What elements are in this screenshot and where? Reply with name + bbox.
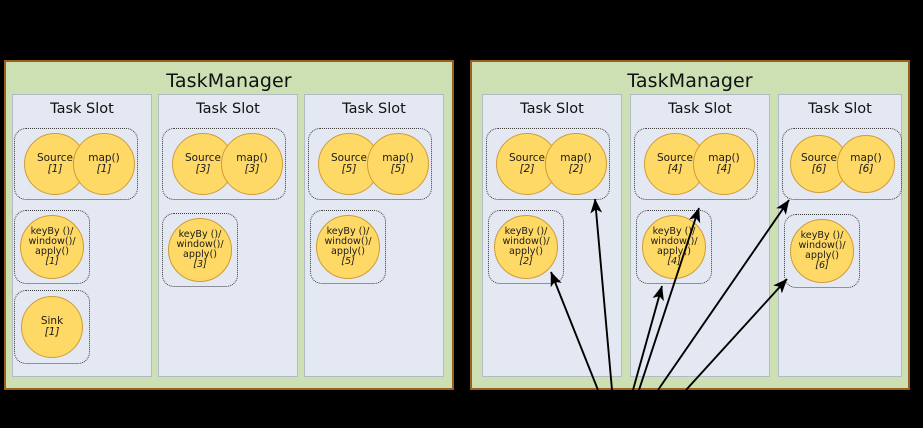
- task-slot-title: Task Slot: [668, 101, 732, 117]
- operator-index: [5]: [341, 255, 355, 267]
- operator-circle-keyby[interactable]: keyBy ()/window()/apply()[1]: [20, 215, 84, 279]
- operator-circle-map[interactable]: map()[6]: [837, 135, 895, 193]
- task-slot-title: Task Slot: [50, 101, 114, 117]
- operator-index: [4]: [667, 163, 683, 175]
- operator-circle-sink[interactable]: Sink[1]: [21, 296, 83, 358]
- task-group: [14, 128, 138, 200]
- task-slot-title: Task Slot: [342, 101, 406, 117]
- operator-label: Source: [800, 152, 838, 165]
- operator-label: Sink: [40, 315, 64, 328]
- task-group: [310, 210, 386, 284]
- operator-index: [6]: [858, 163, 874, 175]
- task-group: [782, 128, 902, 200]
- task-group: [488, 210, 564, 284]
- operator-label: map(): [560, 152, 592, 165]
- operator-circle-map[interactable]: map()[1]: [73, 133, 135, 195]
- operator-index: [3]: [244, 163, 260, 175]
- operator-label: apply(): [805, 250, 839, 261]
- operator-circle-map[interactable]: map()[3]: [221, 133, 283, 195]
- operator-circle-keyby[interactable]: keyBy ()/window()/apply()[2]: [494, 215, 558, 279]
- operator-index: [4]: [667, 255, 681, 267]
- operator-circle-keyby[interactable]: keyBy ()/window()/apply()[5]: [316, 215, 380, 279]
- operator-label: Source: [184, 152, 222, 165]
- task-group: [486, 128, 610, 200]
- task-group: [308, 128, 432, 200]
- operator-circle-keyby[interactable]: keyBy ()/window()/apply()[4]: [642, 215, 706, 279]
- operator-label: map(): [382, 152, 414, 165]
- operator-label: keyBy ()/: [30, 226, 74, 238]
- operator-label: map(): [850, 152, 882, 165]
- operator-label: Source: [508, 152, 546, 165]
- operator-label: window()/: [28, 236, 76, 248]
- operator-circle-keyby[interactable]: keyBy ()/window()/apply()[3]: [168, 218, 232, 282]
- task-group: [14, 290, 90, 364]
- operator-label: Source: [36, 152, 74, 165]
- operator-label: map(): [708, 152, 740, 165]
- task-slot-title: Task Slot: [808, 101, 872, 117]
- operator-index: [1]: [44, 326, 60, 338]
- operator-label: window()/: [324, 236, 372, 248]
- operator-index: [1]: [45, 255, 59, 267]
- task-slot-title: Task Slot: [196, 101, 260, 117]
- operator-index: [6]: [815, 259, 829, 271]
- operator-label: Source: [656, 152, 694, 165]
- operator-index: [5]: [390, 163, 406, 175]
- operator-index: [2]: [519, 163, 535, 175]
- operator-label: apply(): [509, 246, 543, 257]
- task-group: [14, 210, 90, 284]
- operator-label: window()/: [176, 239, 224, 251]
- operator-label: keyBy ()/: [178, 229, 222, 241]
- operator-label: apply(): [183, 249, 217, 260]
- operator-index: [3]: [193, 258, 207, 270]
- operator-label: map(): [88, 152, 120, 165]
- operator-index: [4]: [716, 163, 732, 175]
- operator-label: keyBy ()/: [504, 226, 548, 238]
- operator-circle-map[interactable]: map()[5]: [367, 133, 429, 195]
- operator-label: apply(): [35, 246, 69, 257]
- operator-index: [2]: [568, 163, 584, 175]
- task-group: [162, 128, 286, 200]
- operator-label: window()/: [502, 236, 550, 248]
- operator-circle-keyby[interactable]: keyBy ()/window()/apply()[6]: [790, 219, 854, 283]
- operator-index: [1]: [47, 163, 63, 175]
- operator-label: window()/: [798, 240, 846, 252]
- operator-label: Source: [330, 152, 368, 165]
- operator-circle-map[interactable]: map()[4]: [693, 133, 755, 195]
- operator-label: map(): [236, 152, 268, 165]
- operator-label: keyBy ()/: [326, 226, 370, 238]
- task-slot-title: Task Slot: [520, 101, 584, 117]
- operator-label: keyBy ()/: [800, 230, 844, 242]
- operator-circle-map[interactable]: map()[2]: [545, 133, 607, 195]
- operator-index: [1]: [96, 163, 112, 175]
- taskmanager-title: TaskManager: [166, 70, 292, 92]
- operator-index: [6]: [811, 163, 827, 175]
- taskmanager-title: TaskManager: [627, 70, 753, 92]
- operator-circle-source[interactable]: Source[1]: [24, 133, 86, 195]
- task-group: [162, 213, 238, 287]
- operator-index: [3]: [195, 163, 211, 175]
- operator-index: [5]: [341, 163, 357, 175]
- operator-label: apply(): [331, 246, 365, 257]
- operator-index: [2]: [519, 255, 533, 267]
